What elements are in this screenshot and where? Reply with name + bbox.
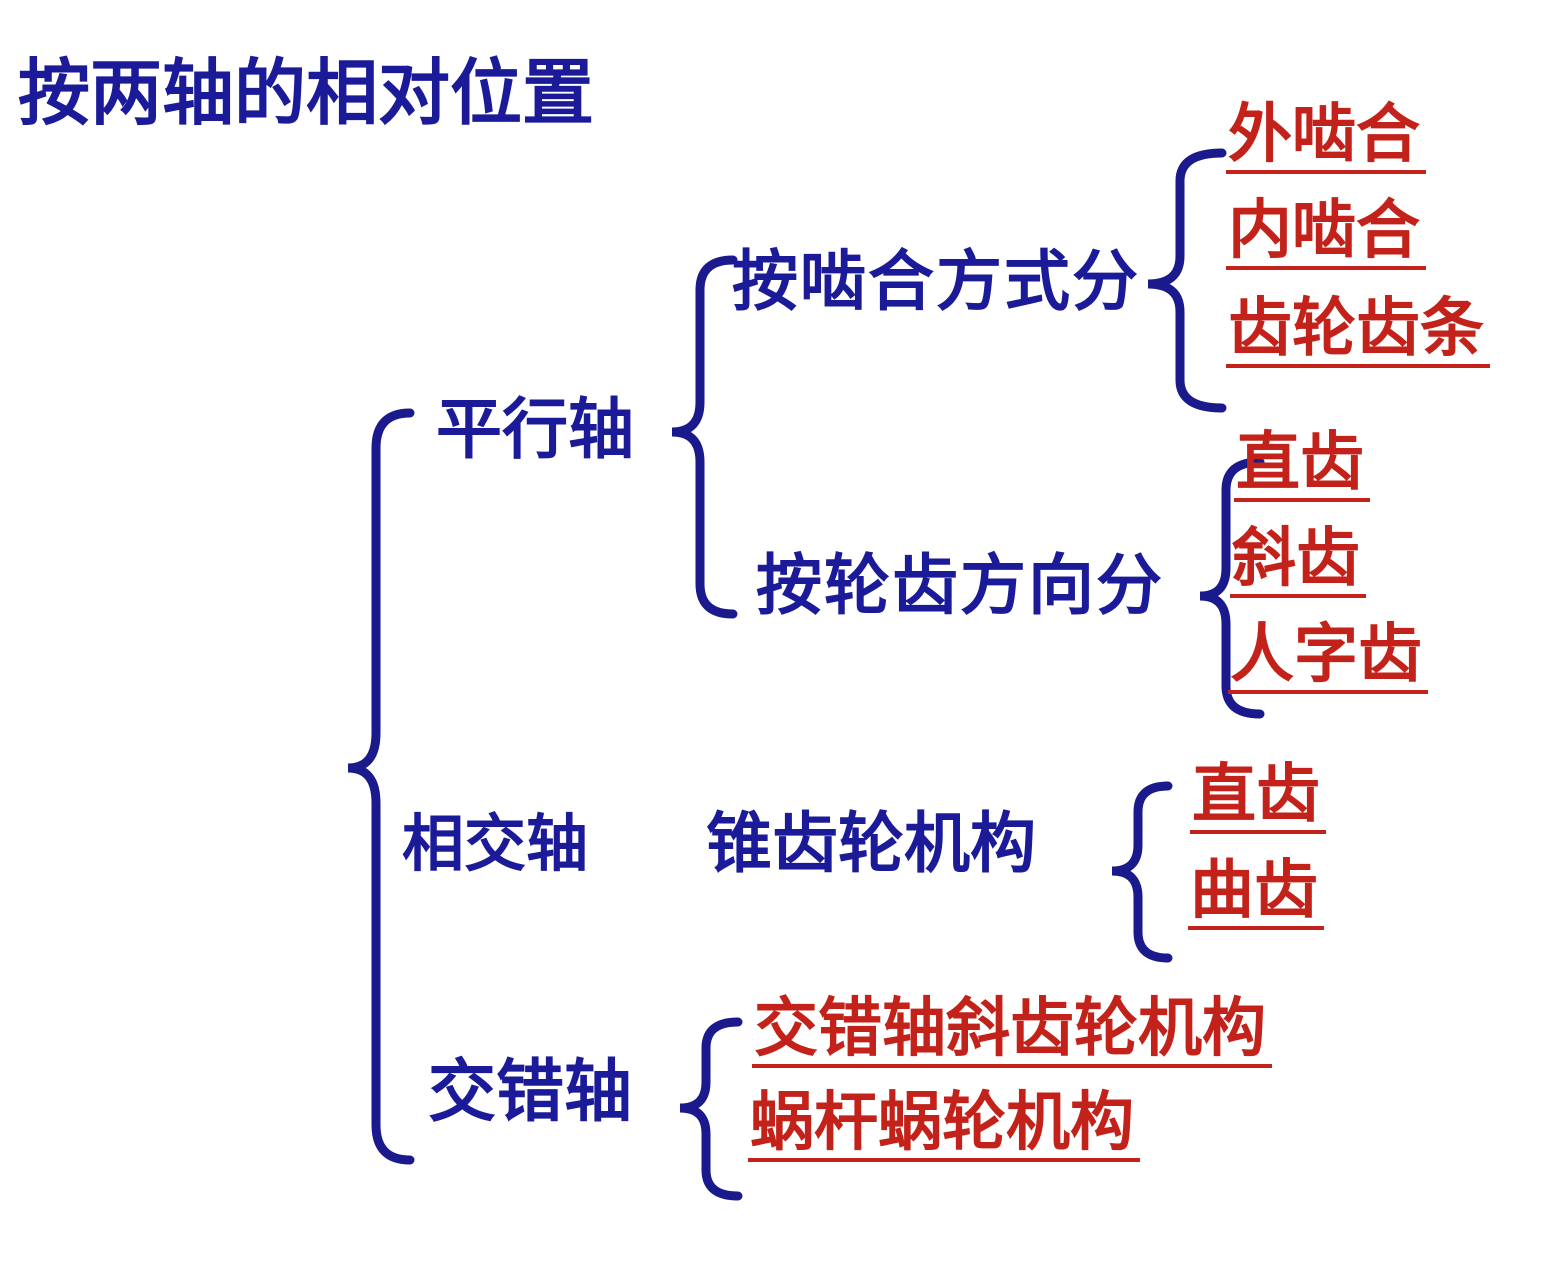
leaf-curved-bevel-teeth: 曲齿 — [1188, 858, 1324, 930]
brace-root — [347, 408, 415, 1165]
group-by-meshing-type-label: 按啮合方式分 — [732, 244, 1140, 318]
brace-meshing-type — [1147, 148, 1227, 413]
leaf-crossed-helical-gear-mechanism: 交错轴斜齿轮机构 — [752, 996, 1272, 1068]
bevel-gear-mechanism-label: 锥齿轮机构 — [706, 806, 1036, 880]
branch-intersecting-axis-label: 相交轴 — [402, 810, 589, 879]
leaf-spur-teeth: 直齿 — [1234, 430, 1370, 502]
leaf-gear-and-rack: 齿轮齿条 — [1226, 296, 1490, 368]
brace-parallel-axis — [671, 255, 738, 619]
brace-crossed-axis — [679, 1017, 743, 1201]
diagram-title: 按两轴的相对位置 — [18, 54, 595, 134]
leaf-worm-gear-mechanism: 蜗杆蜗轮机构 — [748, 1090, 1140, 1162]
leaf-external-meshing: 外啮合 — [1226, 102, 1426, 174]
leaf-straight-bevel-teeth: 直齿 — [1190, 762, 1326, 834]
group-by-tooth-direction-label: 按轮齿方向分 — [756, 548, 1164, 622]
brace-tooth-direction — [1199, 457, 1265, 719]
leaf-helical-teeth: 斜齿 — [1230, 526, 1366, 598]
brace-bevel-mechanism — [1111, 781, 1173, 963]
leaf-internal-meshing: 内啮合 — [1226, 198, 1426, 270]
branch-crossed-axis-label: 交错轴 — [428, 1054, 633, 1130]
branch-parallel-axis-label: 平行轴 — [436, 392, 634, 466]
leaf-herringbone-teeth: 人字齿 — [1228, 622, 1428, 694]
